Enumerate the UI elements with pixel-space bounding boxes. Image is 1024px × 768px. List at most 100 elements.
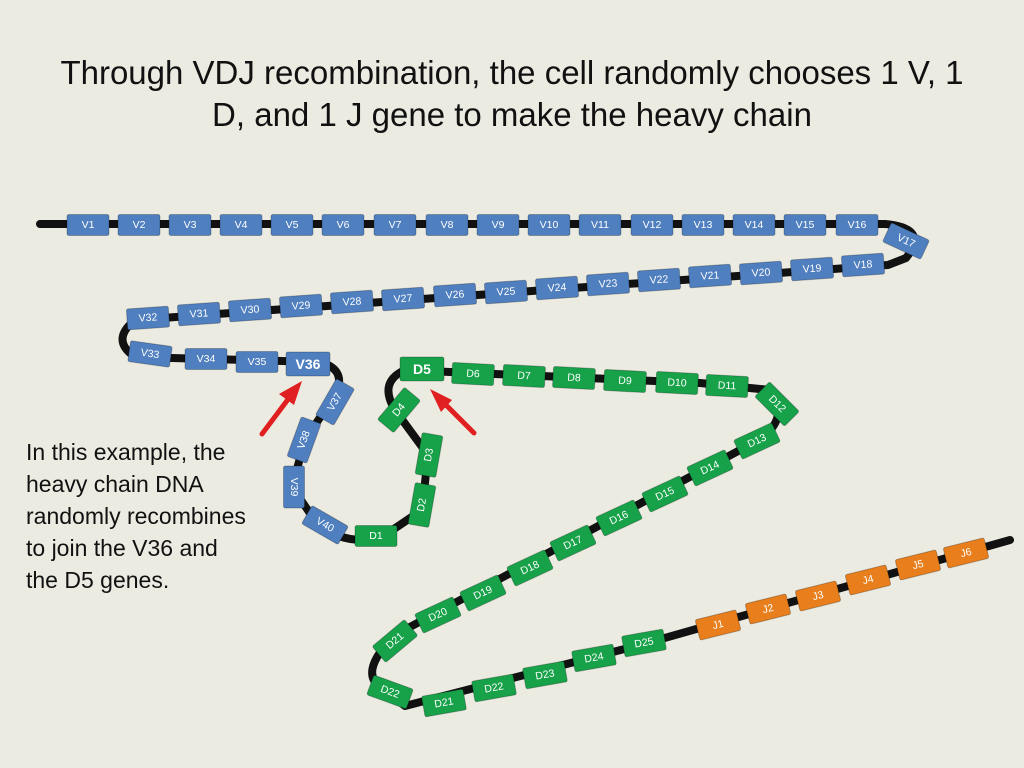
gene-box: [471, 673, 517, 703]
gene-box: [315, 378, 355, 426]
gene-segment-v38: V38: [287, 416, 321, 464]
gene-segment-v19: V19: [789, 256, 835, 282]
gene-segment-d22: D22: [471, 673, 517, 703]
gene-segment-d17: D17: [549, 524, 597, 562]
gene-segment-v18: V18: [840, 252, 886, 278]
gene-segment-d5: D5: [399, 356, 445, 382]
gene-label: V9: [492, 219, 505, 231]
gene-box: [733, 422, 781, 460]
gene-segment-v10: V10: [527, 214, 571, 236]
gene-segment-d21: D21: [372, 619, 418, 663]
gene-box: [636, 267, 682, 293]
gene-segment-v9: V9: [476, 214, 520, 236]
gene-box: [686, 449, 734, 487]
gene-segment-v12: V12: [630, 214, 674, 236]
arrowhead-icon: [430, 389, 452, 412]
gene-label: D9: [618, 375, 632, 388]
gene-segment-v29: V29: [278, 293, 324, 319]
gene-label: D8: [567, 372, 581, 385]
gene-box: [835, 214, 879, 236]
gene-segment-v34: V34: [184, 348, 228, 370]
gene-label: V13: [694, 219, 713, 231]
gene-label: V18: [853, 258, 873, 271]
gene-label: D6: [466, 368, 480, 381]
gene-box: [845, 564, 891, 596]
gene-box: [66, 214, 110, 236]
gene-label: V21: [700, 269, 720, 282]
gene-box: [184, 348, 228, 370]
gene-segment-v32: V32: [125, 305, 171, 331]
gene-segment-d18: D18: [506, 549, 554, 587]
gene-box: [321, 214, 365, 236]
gene-segment-d15: D15: [641, 475, 689, 513]
gene-segment-j5: J5: [895, 549, 941, 581]
gene-segment-v14: V14: [732, 214, 776, 236]
gene-segment-v40: V40: [301, 505, 349, 545]
gene-segment-v1: V1: [66, 214, 110, 236]
gene-segment-v33: V33: [127, 340, 173, 368]
gene-segment-v24: V24: [534, 275, 580, 301]
gene-segment-d12: D12: [755, 382, 799, 426]
gene-segment-d24: D24: [571, 643, 617, 673]
gene-box: [552, 366, 596, 390]
gene-box: [287, 416, 321, 464]
gene-segment-j3: J3: [795, 580, 841, 612]
gene-label: V1: [82, 219, 95, 231]
gene-segment-d23: D23: [522, 660, 568, 690]
gene-label: V25: [496, 285, 516, 298]
gene-segment-d13: D13: [733, 422, 781, 460]
gene-label: D22: [483, 680, 504, 695]
slide-title: Through VDJ recombination, the cell rand…: [60, 54, 964, 133]
gene-segment-v4: V4: [219, 214, 263, 236]
gene-label: V2: [133, 219, 146, 231]
gene-box: [789, 256, 835, 282]
gene-box: [476, 214, 520, 236]
gene-label: V31: [189, 307, 209, 320]
gene-box: [421, 688, 467, 718]
gene-label: V19: [802, 262, 822, 275]
gene-box: [483, 279, 529, 305]
gene-box: [595, 499, 643, 537]
gene-segment-j4: J4: [845, 564, 891, 596]
gene-box: [655, 371, 699, 395]
gene-segment-d25: D25: [621, 628, 667, 658]
gene-label: V32: [138, 311, 158, 324]
gene-box: [219, 214, 263, 236]
gene-box: [425, 214, 469, 236]
gene-label: D21: [433, 695, 454, 710]
gene-box: [506, 549, 554, 587]
gene-box: [630, 214, 674, 236]
gene-box: [621, 628, 667, 658]
gene-box: [641, 475, 689, 513]
gene-label: V23: [598, 277, 618, 290]
gene-label: D1: [369, 530, 383, 542]
gene-label: V8: [441, 219, 454, 231]
gene-segment-v22: V22: [636, 267, 682, 293]
gene-box: [354, 525, 398, 547]
gene-segment-v16: V16: [835, 214, 879, 236]
gene-segment-d19: D19: [459, 574, 507, 612]
gene-box: [285, 351, 331, 377]
gene-label: J5: [911, 558, 925, 572]
gene-segment-d14: D14: [686, 449, 734, 487]
gene-segment-d9: D9: [603, 369, 647, 393]
gene-segment-v13: V13: [681, 214, 725, 236]
gene-label: V11: [591, 219, 609, 231]
gene-segment-v39: V39: [283, 465, 305, 509]
gene-segment-d10: D10: [655, 371, 699, 395]
gene-box: [705, 374, 749, 398]
gene-label: D7: [517, 370, 531, 383]
gene-box: [176, 301, 222, 327]
gene-box: [168, 214, 212, 236]
gene-box: [738, 260, 784, 286]
gene-segment-v31: V31: [176, 301, 222, 327]
gene-segment-v23: V23: [585, 271, 631, 297]
gene-label: D10: [667, 377, 687, 390]
gene-label: V4: [235, 219, 248, 231]
red-arrow-d5: [430, 389, 477, 436]
gene-box: [882, 222, 930, 260]
gene-box: [755, 382, 799, 426]
red-arrow-v36: [259, 381, 302, 437]
gene-label: J2: [761, 602, 775, 616]
